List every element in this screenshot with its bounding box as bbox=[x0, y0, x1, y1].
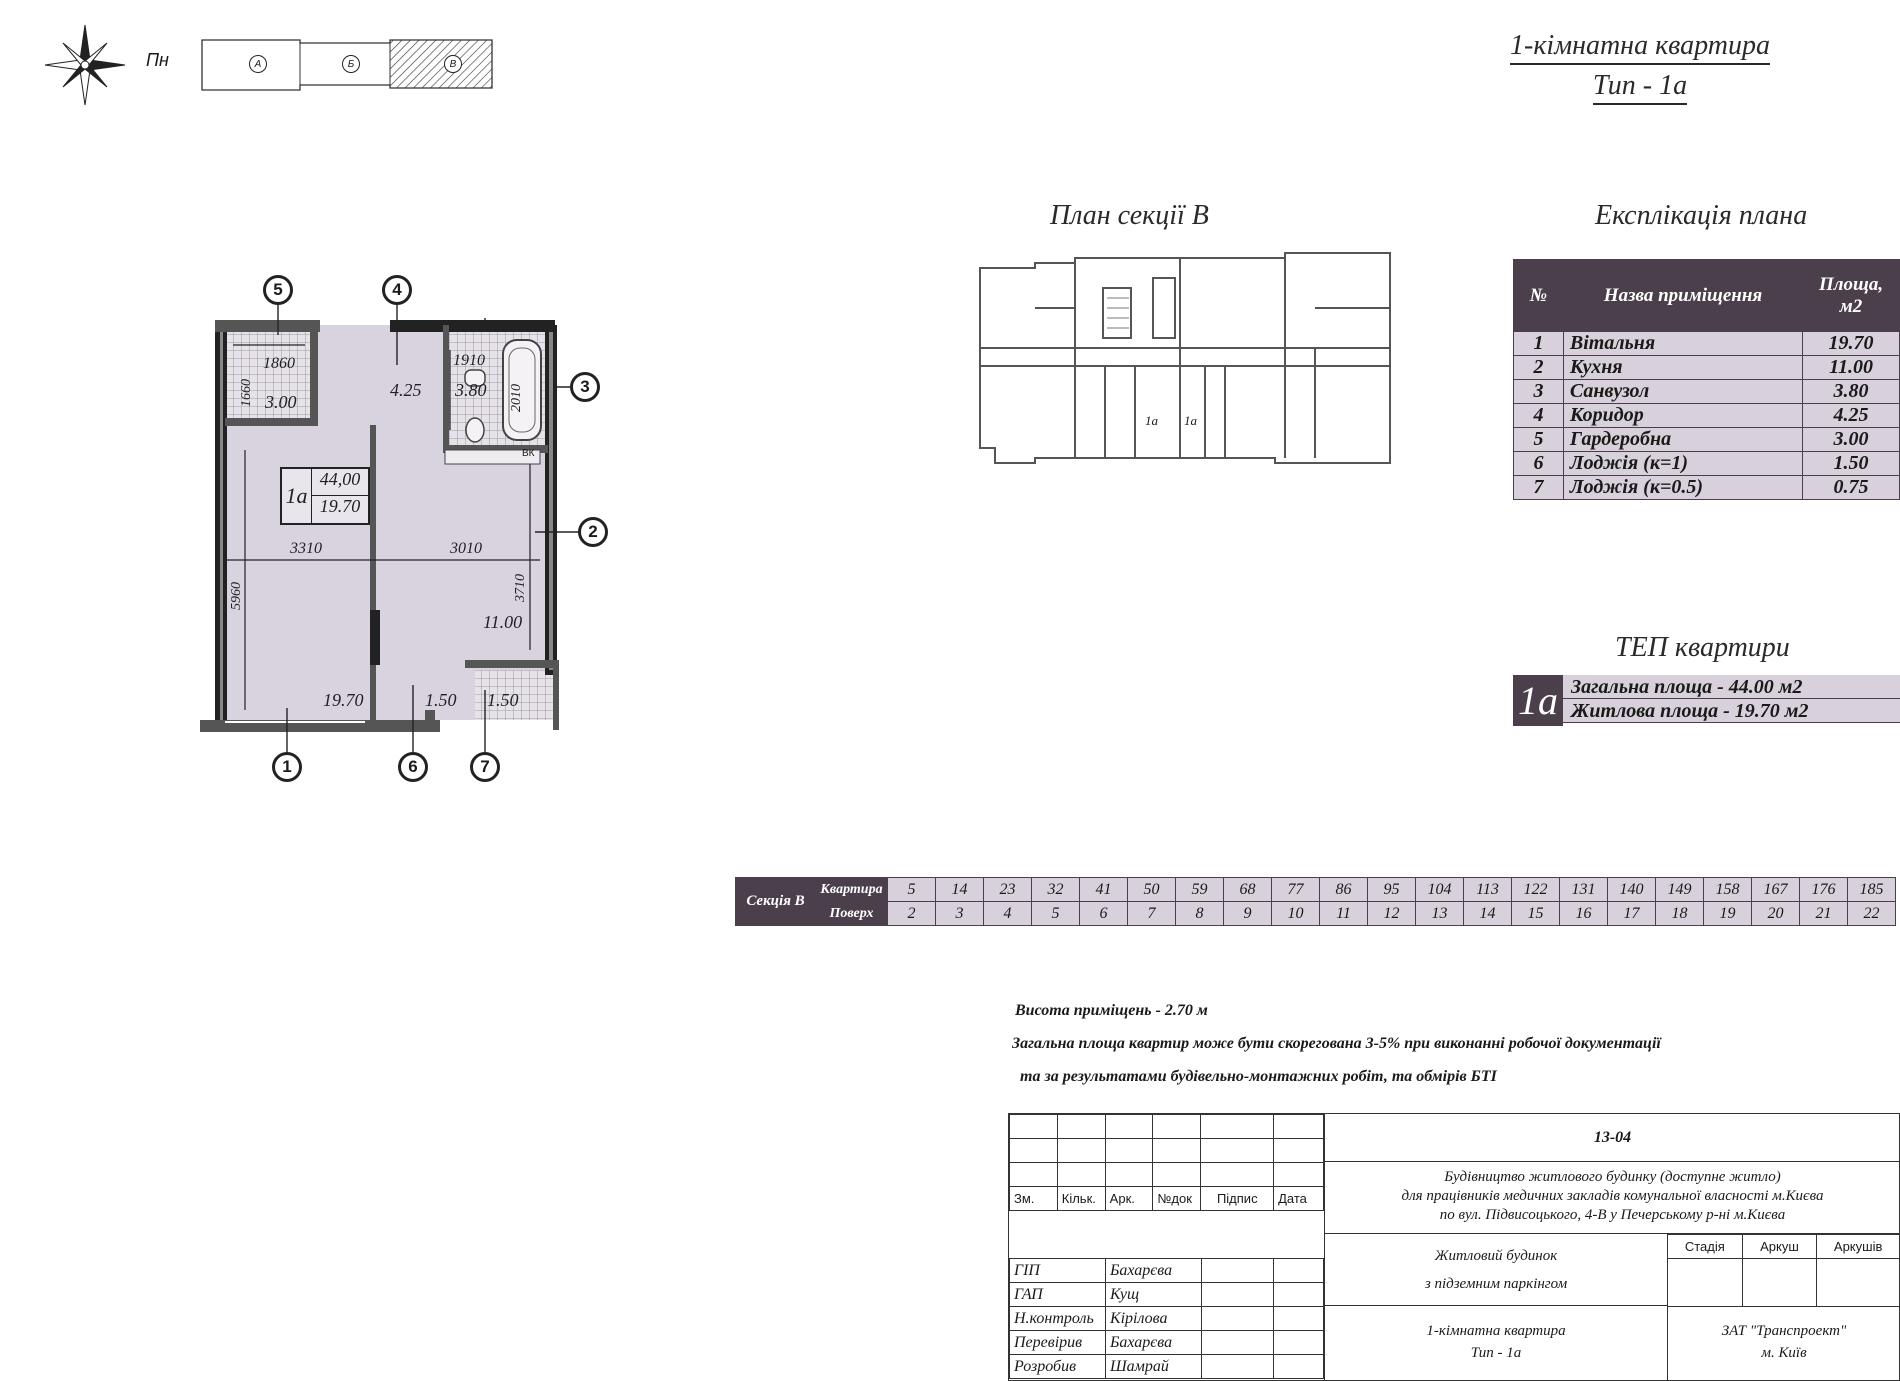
stamp-project-line3: по вул. Підвисоцького, 4-В у Печерському… bbox=[1439, 1207, 1786, 1223]
tep-total: Загальна площа - 44.00 м2 bbox=[1563, 675, 1900, 699]
area-loggia-1: 1.50 bbox=[425, 690, 457, 710]
apartment-plan: 1а 44,00 19.70 1860 1660 1910 2010 3310 … bbox=[185, 270, 608, 782]
marker-2: 2 bbox=[578, 517, 608, 547]
explication-header-name: Назва приміщення bbox=[1562, 259, 1804, 332]
tep-living: Житлова площа - 19.70 м2 bbox=[1563, 699, 1900, 723]
marker-5: 5 bbox=[263, 275, 293, 305]
section-plan-title: План секції В bbox=[1050, 200, 1209, 231]
area-corridor: 4.25 bbox=[390, 380, 422, 400]
floors-row1-label: Квартира bbox=[815, 877, 888, 902]
dim-kitchen-width: 3010 bbox=[450, 540, 482, 557]
note-adjust-1: Загальна площа квартир може бути скорего… bbox=[1012, 1035, 1661, 1052]
dim-kitchen-depth: 3710 bbox=[513, 574, 528, 602]
note-height: Висота приміщень - 2.70 м bbox=[1015, 1002, 1208, 1019]
stamp-revisions: Зм. Кільк. Арк. №док Підпис Дата bbox=[1009, 1114, 1324, 1211]
unit-badge-type: 1а bbox=[282, 469, 312, 523]
key-plan: А Б В bbox=[200, 38, 500, 93]
title-line2: Тип - 1а bbox=[1592, 70, 1688, 105]
dim-living-depth: 5960 bbox=[229, 582, 244, 610]
tep-type: 1а bbox=[1513, 675, 1563, 726]
marker-6: 6 bbox=[398, 752, 428, 782]
explication-header-num: № bbox=[1513, 259, 1564, 332]
floors-section: Секція В bbox=[735, 877, 816, 926]
explication-title: Експлікація плана bbox=[1595, 200, 1808, 231]
dim-wardrobe-width: 1860 bbox=[263, 355, 295, 372]
stamp-col-ndok: №док bbox=[1152, 1186, 1202, 1211]
dim-bath-width: 1910 bbox=[453, 352, 485, 369]
fixture-vk: ВК bbox=[522, 448, 535, 459]
unit-badge: 1а 44,00 19.70 bbox=[280, 467, 370, 525]
marker-7: 7 bbox=[470, 752, 500, 782]
tep-title: ТЕП квартири bbox=[1615, 632, 1790, 663]
title-block: 1-кімнатна квартира Тип - 1а bbox=[1500, 30, 1780, 105]
dim-living-width: 3310 bbox=[290, 540, 322, 557]
unit-badge-total: 44,00 bbox=[312, 469, 368, 496]
dim-bath-depth: 2010 bbox=[509, 384, 524, 412]
stamp-col-pidpys: Підпис bbox=[1200, 1186, 1275, 1211]
key-section-v: В bbox=[444, 55, 462, 73]
stamp-col-zm: Зм. bbox=[1009, 1186, 1058, 1211]
title-line1: 1-кімнатна квартира bbox=[1510, 30, 1770, 65]
area-wardrobe: 3.00 bbox=[265, 392, 297, 412]
section-plan-drawing: 1а 1а bbox=[975, 248, 1395, 473]
area-kitchen: 11.00 bbox=[483, 612, 523, 632]
area-loggia-2: 1.50 bbox=[487, 690, 519, 710]
compass: Пн bbox=[40, 20, 170, 110]
floors-row2-label: Поверх bbox=[815, 901, 888, 926]
stamp-building-line1: Житловий будинок bbox=[1434, 1248, 1558, 1264]
stamp-col-ark: Арк. bbox=[1104, 1186, 1154, 1211]
stamp-company-line1: ЗАТ "Транспроект" bbox=[1721, 1323, 1847, 1339]
stamp-building-line2: з підземним паркінгом bbox=[1424, 1276, 1568, 1292]
stamp-company-line2: м. Київ bbox=[1761, 1345, 1807, 1361]
stamp-col-kilk: Кільк. bbox=[1056, 1186, 1106, 1211]
compass-rose-icon bbox=[44, 24, 126, 106]
marker-3: 3 bbox=[570, 372, 600, 402]
section-unit-label-1: 1а bbox=[1145, 413, 1158, 428]
stamp-code: 13-04 bbox=[1593, 1128, 1632, 1146]
marker-4: 4 bbox=[382, 275, 412, 305]
stamp-col-data: Дата bbox=[1273, 1186, 1324, 1211]
stamp-project-line2: для працівників медичних закладів комуна… bbox=[1401, 1188, 1824, 1204]
stamp-project-line1: Будівництво житлового будинку (доступне … bbox=[1444, 1169, 1781, 1185]
key-section-b: Б bbox=[342, 55, 360, 73]
stamp-sheet-line2: Тип - 1а bbox=[1470, 1345, 1522, 1361]
stamp-stage: Стадія Аркуш Аркушів bbox=[1667, 1234, 1900, 1307]
area-bathroom: 3.80 bbox=[455, 380, 487, 400]
tep-block: 1а Загальна площа - 44.00 м2 Житлова пло… bbox=[1513, 675, 1900, 726]
unit-badge-living: 19.70 bbox=[319, 496, 361, 516]
marker-1: 1 bbox=[272, 752, 302, 782]
key-section-a: А bbox=[249, 55, 267, 73]
dim-wardrobe-depth: 1660 bbox=[239, 379, 254, 407]
north-label: Пн bbox=[146, 50, 169, 70]
area-living: 19.70 bbox=[323, 690, 364, 710]
section-unit-label-2: 1а bbox=[1184, 413, 1197, 428]
explication-header-area: Площа, м2 bbox=[1802, 259, 1900, 332]
stamp-sheet-line1: 1-кімнатна квартира bbox=[1426, 1323, 1566, 1339]
note-adjust-2: та за результатами будівельно-монтажних … bbox=[1020, 1068, 1497, 1085]
